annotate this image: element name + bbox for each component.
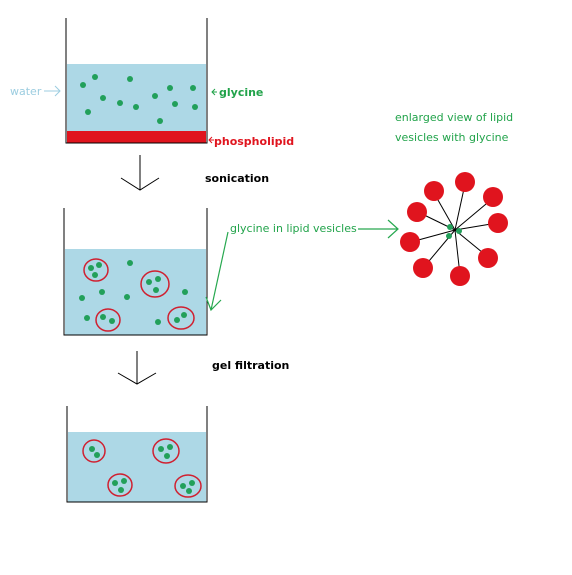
lipid-head [400,232,420,252]
lipid-head [483,187,503,207]
glycine-dot [109,318,115,324]
enlarged-glycine-dots [446,224,462,239]
glycine-dot [112,480,118,486]
beaker-2 [63,208,208,336]
glycine-dot [190,85,196,91]
glycine-dot [133,104,139,110]
lipid-head [407,202,427,222]
sonication-label: sonication [205,172,269,185]
enlarged-vesicle [400,172,508,286]
glycine-dot [80,82,86,88]
glycine-dot [189,480,195,486]
beaker-1-water [67,64,206,131]
glycine-dot [79,295,85,301]
glycine-dot [172,101,178,107]
beaker-1-glycine-dots [80,74,198,124]
glycine-dot [94,452,100,458]
glycine-dot [181,312,187,318]
lipid-head [478,248,498,268]
glycine-dot [117,100,123,106]
lipid-vesicle [167,306,195,330]
beaker-1 [65,18,208,144]
glycine-dot [155,319,161,325]
lipid-head [413,258,433,278]
beaker-2-vesicles [83,258,195,332]
glycine-dot [92,74,98,80]
beaker-2-glycine-dots [79,260,188,325]
glycine-dot [99,289,105,295]
beaker-2-outline [63,208,208,336]
phospholipid-arrow [208,136,214,144]
glycine-dot [85,109,91,115]
glycine-dot [118,487,124,493]
glycine-dot [180,483,186,489]
glycine-in-vesicles-label: glycine in lipid vesicles [230,222,357,235]
lipid-vesicle [95,308,121,332]
glycine-dot [158,446,164,452]
beaker-3-outline [66,406,208,503]
lipid-head [424,181,444,201]
lipid-vesicle [174,474,202,498]
enlarged-view-label-line2: vesicles with glycine [395,131,509,144]
glycine-dot [96,262,102,268]
glycine-dot [121,478,127,484]
lipid-vesicle [83,258,109,282]
phospholipid-label: phospholipid [214,135,294,148]
glycine-dot [153,287,159,293]
glycine-arrow [211,88,217,96]
vesicle-pointer-arrow [205,231,229,312]
enlarged-view-label-line1: enlarged view of lipid [395,111,513,124]
glycine-dot [157,118,163,124]
glycine-dot [192,104,198,110]
lipid-vesicle [152,438,180,464]
glycine-dot [174,317,180,323]
phospholipid-layer [67,131,206,143]
glycine-dot [152,93,158,99]
down-chevron-arrow-2 [117,351,157,385]
gel-filtration-label: gel filtration [212,359,289,372]
glycine-dot [100,95,106,101]
glycine-dot [127,260,133,266]
lipid-head [450,266,470,286]
glycine-dot [146,279,152,285]
glycine-dot [124,294,130,300]
glycine-dot [446,233,452,239]
beaker-3 [66,406,208,503]
glycine-dot [88,265,94,271]
lipid-head [455,172,475,192]
glycine-dot [164,453,170,459]
glycine-dot [155,276,161,282]
beaker-3-vesicles [82,438,202,498]
glycine-label: glycine [219,86,263,99]
water-arrow [44,85,61,97]
glycine-dot [182,289,188,295]
enlarged-view-arrow [358,219,399,239]
glycine-dot [84,315,90,321]
glycine-dot [456,228,462,234]
lipid-vesicle [82,439,106,463]
glycine-dot [89,446,95,452]
beaker-1-outline [65,18,208,144]
down-chevron-arrow-1 [120,155,160,191]
glycine-dot [167,85,173,91]
lipid-vesicle [140,270,170,298]
lipid-heads [400,172,508,286]
glycine-dot [186,488,192,494]
glycine-dot [127,76,133,82]
water-label: water [10,85,42,98]
lipid-head [488,213,508,233]
glycine-dot [100,314,106,320]
glycine-dot [167,444,173,450]
beaker-3-glycine-dots [89,444,195,494]
lipid-vesicle [107,473,133,497]
glycine-dot [92,272,98,278]
glycine-dot [447,224,453,230]
beaker-3-water [68,432,206,502]
